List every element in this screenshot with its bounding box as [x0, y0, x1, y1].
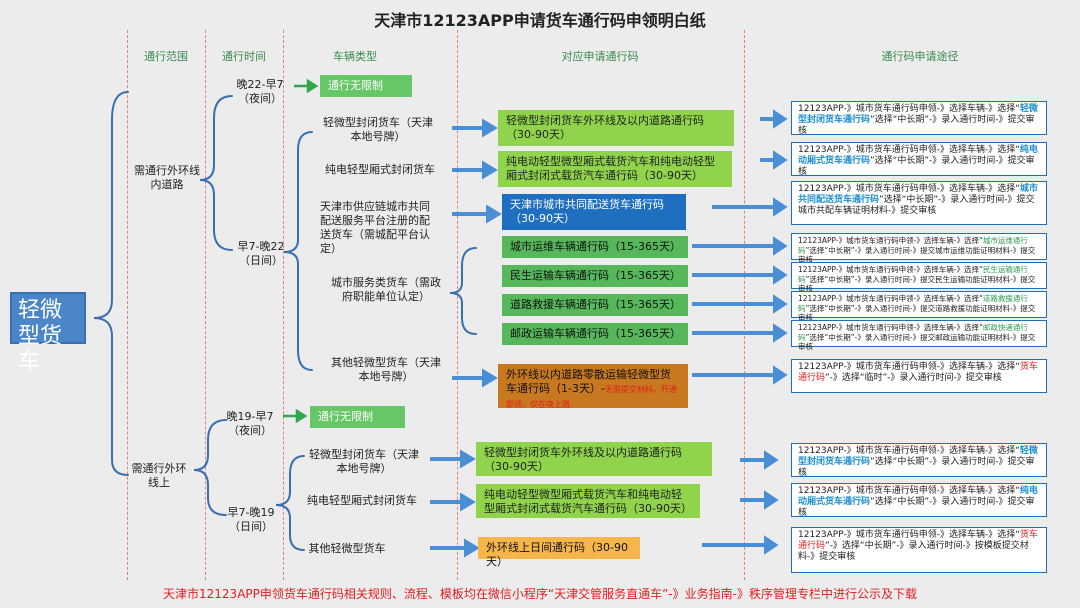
code-4: 城市运维车辆通行码（15-365天） [502, 236, 688, 258]
path-text: ”选择“中长期”-》录入通行时间-》提交城市共配车辆证明材料-》提交审核 [798, 195, 1035, 216]
path-text: 12123APP-》城市货车通行码申领-》选择车辆-》选择“ [798, 486, 1020, 496]
path-highlight: 轻微型封闭货车通行码 [798, 104, 1038, 125]
time-night-1: 晚22-早7（夜间） [236, 78, 284, 105]
column-divider [127, 30, 128, 580]
path-8: 12123APP-》城市货车通行码申领-》选择车辆-》选择“货车通行码”-》选择… [791, 359, 1047, 393]
path-highlight: 纯电动厢式货车通行码 [798, 145, 1038, 166]
path-highlight: 纯电动厢式货车通行码 [798, 486, 1038, 507]
code-10: 纯电动轻型微型厢式载货汽车和纯电动轻型厢式封闭式载货汽车通行码（30-90天） [476, 484, 700, 518]
path-6: 12123APP-》城市货车通行码申领-》选择车辆-》选择“道路救援通行码”选择… [791, 291, 1047, 322]
vehicle-4: 城市服务类货车（需政府职能单位认定） [331, 276, 441, 303]
code-1: 轻微型封闭货车外环线及以内道路通行码（30-90天） [498, 110, 734, 146]
code-8: 外环线以内道路零散运输轻微型货车通行码（1-3天）-无需提交材料，开通即领，仅在… [498, 364, 688, 409]
page-title: 天津市12123APP申请货车通行码申领明白纸 [374, 11, 706, 30]
time-day-2: 早7-晚19（日间） [227, 506, 275, 533]
path-2: 12123APP-》城市货车通行码申领-》选择车辆-》选择“纯电动厢式货车通行码… [791, 142, 1047, 177]
path-text: 12123APP-》城市货车通行码申领-》选择车辆-》选择“ [798, 184, 1020, 194]
code-9: 轻微型封闭货车外环线及以内道路通行码（30-90天） [476, 442, 712, 476]
code-5: 民生运输车辆通行码（15-365天） [502, 265, 688, 287]
path-text: 12123APP-》城市货车通行码申领-》选择车辆-》选择“ [798, 362, 1020, 372]
path-5: 12123APP-》城市货车通行码申领-》选择车辆-》选择“民生运输通行码”选择… [791, 262, 1047, 293]
path-highlight: 轻微型封闭货车通行码 [798, 446, 1038, 467]
code-6: 道路救援车辆通行码（15-365天） [502, 294, 688, 316]
range-inner: 需通行外环线内道路 [134, 164, 200, 191]
time-night-2: 晚19-早7（夜间） [226, 410, 274, 437]
path-text: 12123APP-》城市货车通行码申领-》选择车辆-》选择“ [798, 236, 983, 245]
path-3: 12123APP-》城市货车通行码申领-》选择车辆-》选择“城市共同配送货车通行… [791, 181, 1047, 225]
path-text: 12123APP-》城市货车通行码申领-》选择车辆-》选择“ [798, 530, 1020, 540]
path-text: 12123APP-》城市货车通行码申领-》选择车辆-》选择“ [798, 446, 1020, 456]
vehicle-2: 纯电轻型厢式封闭货车 [325, 163, 435, 176]
path-highlight: 邮政快递通行码 [798, 323, 1028, 342]
code-2: 纯电动轻型微型厢式载货汽车和纯电动轻型厢式封闭式载货汽车通行码（30-90天） [498, 151, 732, 187]
path-text: ”选择“中长期”-》录入通行时间-》提交审核 [798, 457, 1035, 478]
vehicle-3: 天津市供应链城市共同配送服务平台注册的配送货车（需城配平台认定） [320, 200, 430, 255]
header-range: 通行范围 [144, 50, 188, 63]
code-8-note: 无需提交材料，开通即领，仅在夜上路 [506, 385, 677, 409]
path-4: 12123APP-》城市货车通行码申领-》选择车辆-》选择“城市运维通行码”选择… [791, 233, 1047, 264]
path-highlight: 城市共同配送货车通行码 [798, 184, 1038, 205]
unlimited-2: 通行无限制 [310, 406, 405, 428]
path-highlight: 民生运输通行码 [798, 265, 1028, 284]
path-text: ”选择“中长期”-》录入通行时间-》提交审核 [798, 156, 1035, 177]
vehicle-1: 轻微型封闭货车（天津本地号牌） [323, 116, 433, 143]
path-7: 12123APP-》城市货车通行码申领-》选择车辆-》选择“邮政快递通行码”选择… [791, 320, 1047, 351]
header-code: 对应申请通行码 [561, 50, 639, 63]
path-10: 12123APP-》城市货车通行码申领-》选择车辆-》选择“纯电动厢式货车通行码… [791, 483, 1047, 518]
path-text: ”选择“中长期”-》录入通行时间-》提交邮政运输功能证明材料-》提交审核 [798, 332, 1036, 352]
path-text: 12123APP-》城市货车通行码申领-》选择车辆-》选择“ [798, 104, 1020, 114]
column-divider [283, 30, 284, 580]
path-1: 12123APP-》城市货车通行码申领-》选择车辆-》选择“轻微型封闭货车通行码… [791, 101, 1047, 136]
range-ring: 需通行外环线上 [131, 462, 187, 489]
header-path: 通行码申请途径 [881, 50, 959, 63]
time-day-1: 早7-晚22（日间） [237, 240, 285, 267]
path-highlight: 货车通行码 [798, 530, 1038, 551]
path-text: ”选择“中长期”-》录入通行时间-》提交民生运输功能证明材料-》提交审核 [798, 274, 1036, 294]
code-11: 外环线上日间通行码（30-90天） [478, 537, 640, 568]
code-8-text: 外环线以内道路零散运输轻微型货车通行码（1-3天）- [506, 368, 671, 395]
header-vehicle: 车辆类型 [333, 50, 377, 63]
path-text: 12123APP-》城市货车通行码申领-》选择车辆-》选择“ [798, 323, 983, 332]
path-text: ”选择“中长期”-》录入通行时间-》提交城市运维功能证明材料-》提交审核 [798, 245, 1036, 265]
unlimited-1: 通行无限制 [320, 75, 412, 97]
column-divider [457, 30, 458, 580]
path-highlight: 货车通行码 [798, 362, 1038, 383]
vehicle-8: 其他轻微型货车 [308, 542, 386, 555]
path-text: 12123APP-》城市货车通行码申领-》选择车辆-》选择“ [798, 294, 983, 303]
path-text: ”选择“中长期”-》录入通行时间-》提交审核 [798, 115, 1035, 136]
code-7: 邮政运输车辆通行码（15-365天） [502, 323, 688, 345]
path-text: ”-》选择“中长期”-》录入通行时间-》按模板提交材料-》提交审核 [798, 541, 1029, 562]
path-11: 12123APP-》城市货车通行码申领-》选择车辆-》选择“货车通行码”-》选择… [791, 527, 1047, 573]
path-text: ”-》选择“临时”-》录入通行时间-》提交审核 [825, 373, 1002, 383]
path-text: 12123APP-》城市货车通行码申领-》选择车辆-》选择“ [798, 265, 983, 274]
column-divider [205, 30, 206, 580]
code-3: 天津市城市共同配送货车通行码（30-90天） [502, 194, 686, 230]
path-text: 12123APP-》城市货车通行码申领-》选择车辆-》选择“ [798, 145, 1020, 155]
path-highlight: 道路救援通行码 [798, 294, 1028, 313]
footer-note: 天津市12123APP申领货车通行码相关规则、流程、模板均在微信小程序“天津交管… [163, 587, 917, 601]
vehicle-7: 纯电轻型厢式封闭货车 [307, 494, 417, 507]
path-text: ”选择“中长期”-》录入通行时间-》提交审核 [798, 497, 1035, 518]
root-node: 轻微型货车 [10, 292, 86, 375]
vehicle-5: 其他轻微型货车（天津本地号牌） [331, 356, 441, 383]
path-text: ”选择“中长期”-》录入通行时间-》提交道路救援功能证明材料-》提交审核 [798, 303, 1036, 323]
header-time: 通行时间 [222, 50, 266, 63]
vehicle-6: 轻微型封闭货车（天津本地号牌） [309, 448, 419, 475]
path-9: 12123APP-》城市货车通行码申领-》选择车辆-》选择“轻微型封闭货车通行码… [791, 443, 1047, 478]
path-highlight: 城市运维通行码 [798, 236, 1028, 255]
